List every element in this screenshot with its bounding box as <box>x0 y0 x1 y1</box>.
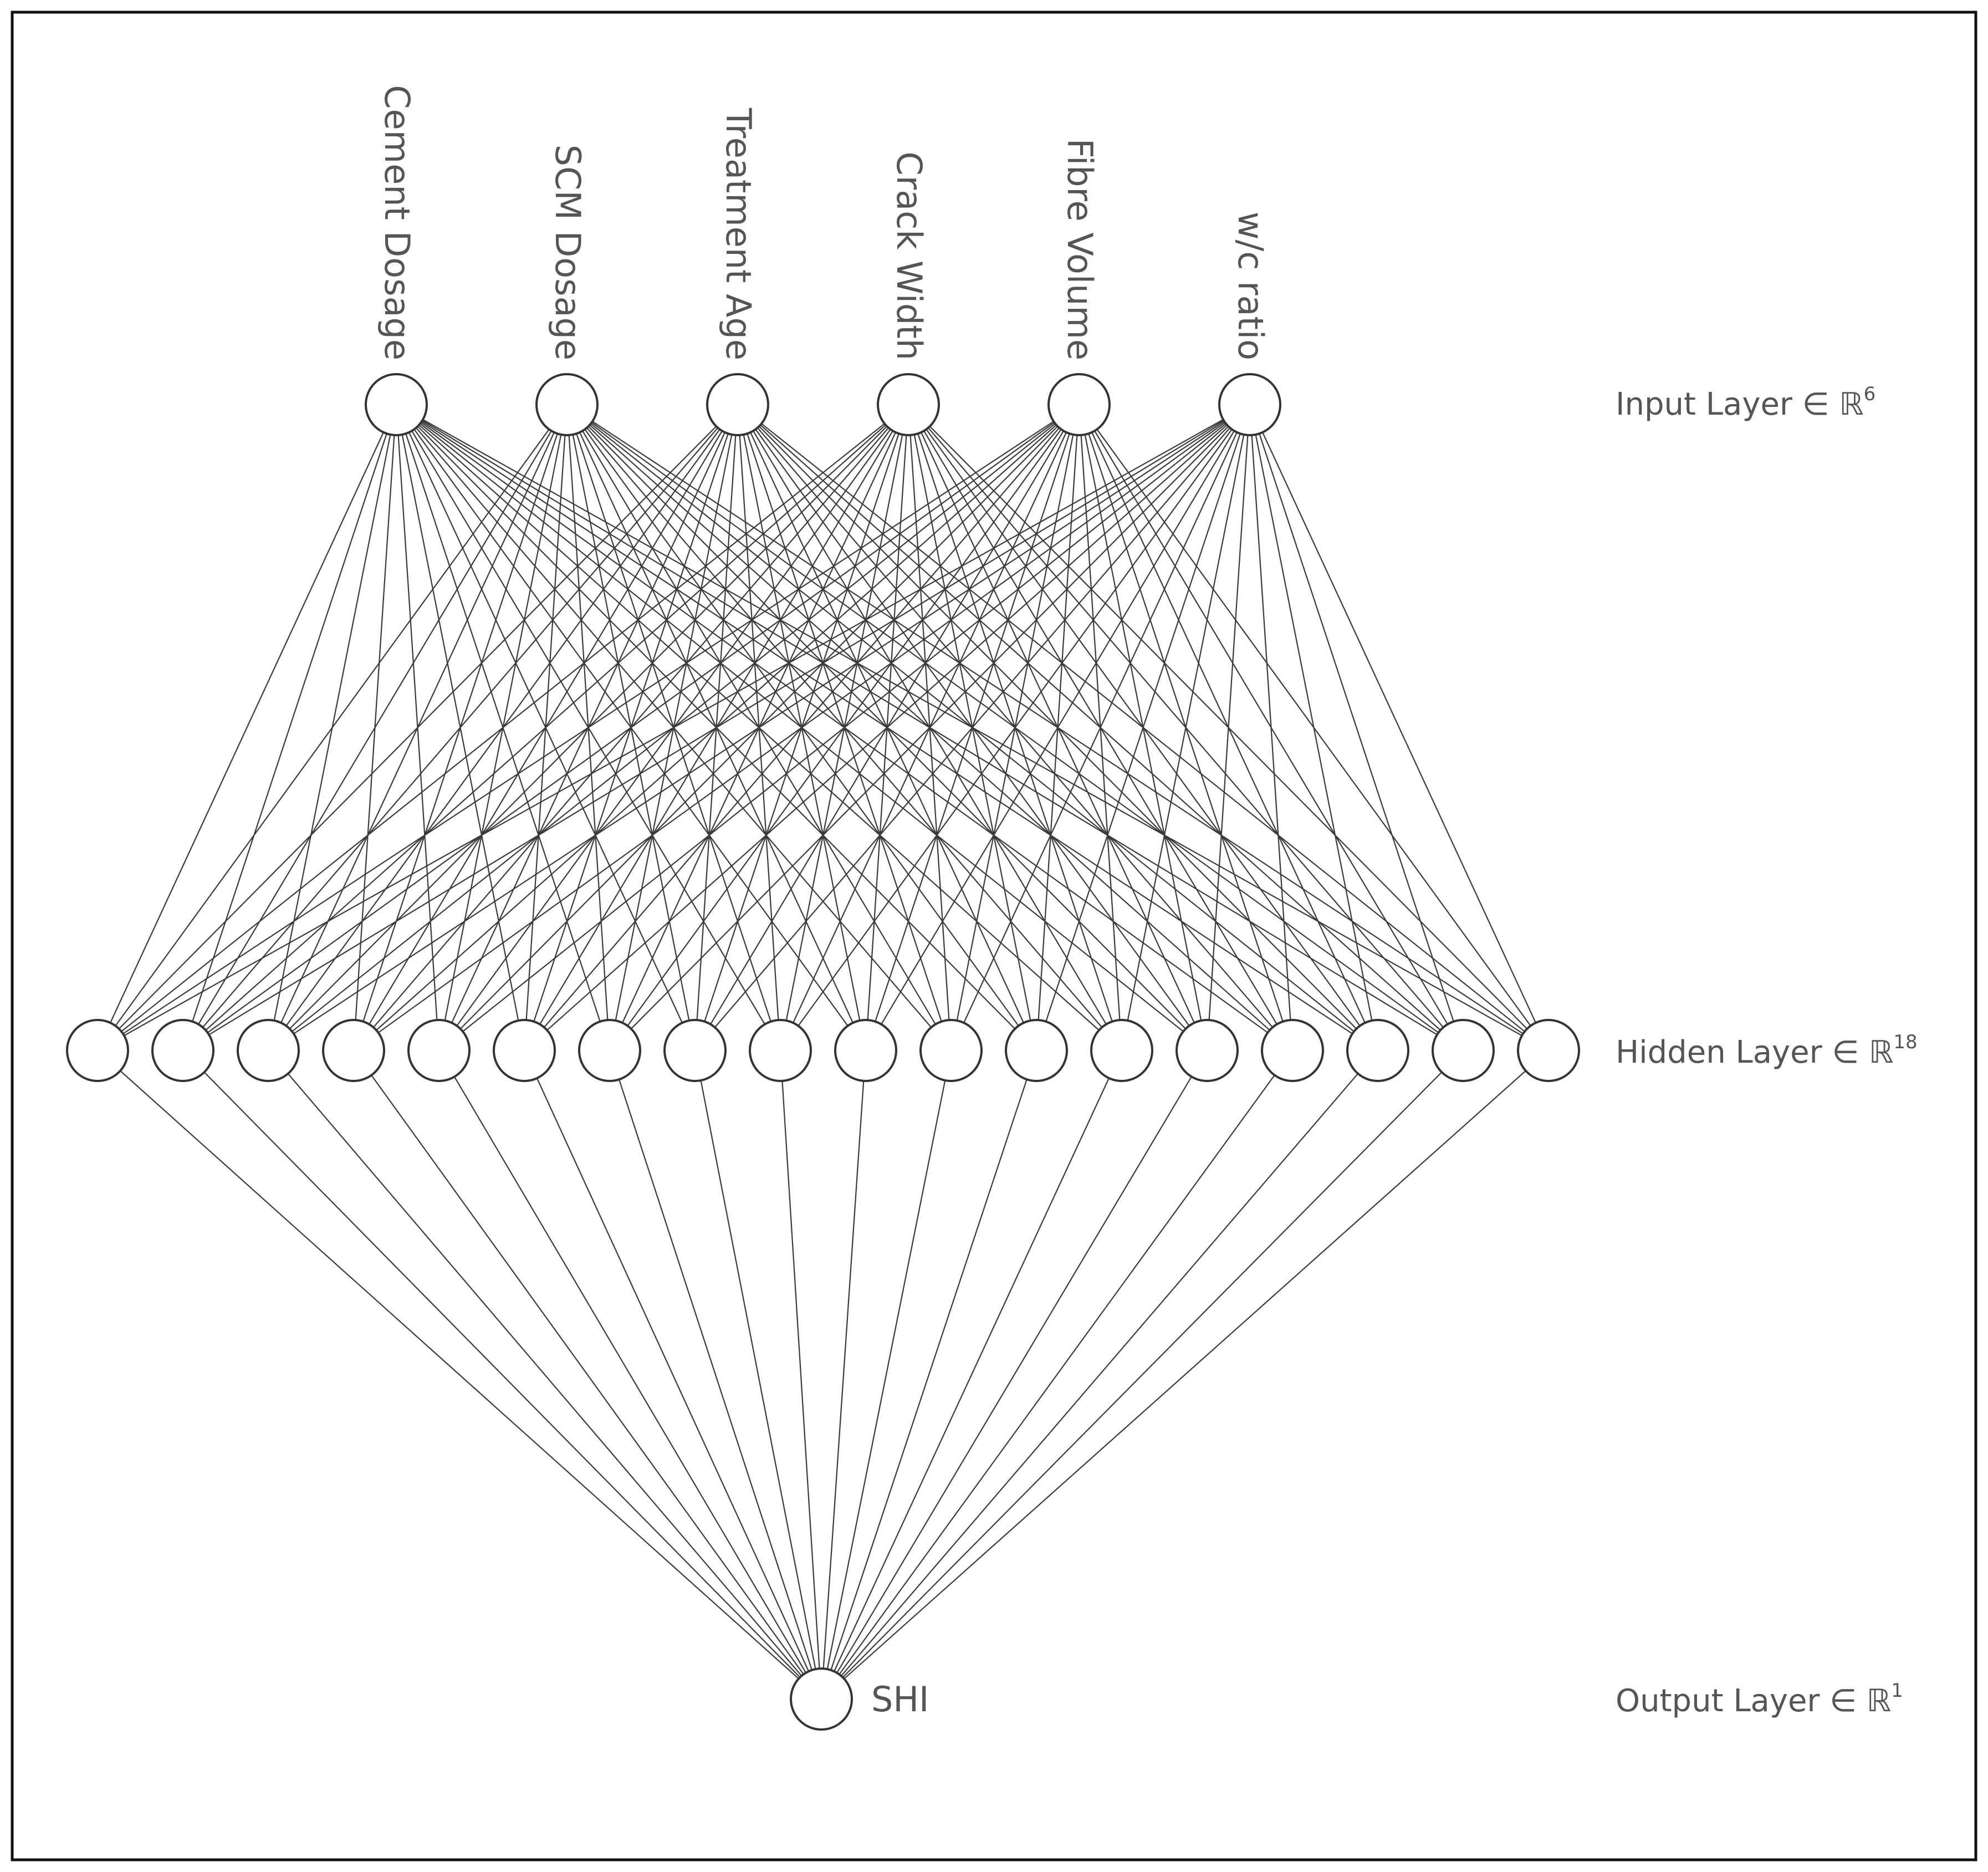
hidden-node-12 <box>1005 1019 1068 1082</box>
input-label-1: Cement Dosage <box>377 85 417 360</box>
input-node-2 <box>535 373 599 436</box>
input-node-6 <box>1218 373 1281 436</box>
hidden-node-2 <box>151 1019 214 1082</box>
edge-hidden-6-output <box>523 1050 822 1700</box>
input-node-1 <box>365 373 428 436</box>
input-node-4 <box>877 373 940 436</box>
hidden-node-6 <box>493 1019 556 1082</box>
edge-hidden-8-output <box>694 1050 822 1700</box>
edge-input-6-hidden-18 <box>1249 404 1549 1051</box>
output-node-label: SHI <box>871 1679 929 1720</box>
input-layer-label: Input Layer ∈ ℝ6 <box>1616 383 1875 422</box>
hidden-node-5 <box>407 1019 471 1082</box>
edge-input-1-hidden-1 <box>97 404 397 1051</box>
hidden-node-17 <box>1432 1019 1495 1082</box>
hidden-node-18 <box>1517 1019 1580 1082</box>
edge-input-6-hidden-5 <box>438 404 1250 1051</box>
edge-input-3-hidden-2 <box>182 404 738 1051</box>
hidden-node-8 <box>663 1019 727 1082</box>
edge-input-6-hidden-2 <box>182 404 1250 1051</box>
edge-input-4-hidden-2 <box>182 404 909 1051</box>
connections <box>97 404 1549 1700</box>
input-node-5 <box>1047 373 1111 436</box>
edge-input-6-hidden-12 <box>1035 404 1251 1051</box>
edge-input-6-hidden-8 <box>694 404 1250 1051</box>
edge-hidden-18-output <box>821 1050 1549 1700</box>
edge-input-4-hidden-1 <box>97 404 909 1051</box>
hidden-node-4 <box>322 1019 385 1082</box>
hidden-node-9 <box>749 1019 812 1082</box>
edge-input-6-hidden-16 <box>1249 404 1379 1051</box>
output-layer-label: Output Layer ∈ ℝ1 <box>1616 1680 1903 1719</box>
edge-input-6-hidden-14 <box>1206 404 1251 1051</box>
edge-input-6-hidden-1 <box>97 404 1250 1051</box>
edge-input-2-hidden-2 <box>182 404 568 1051</box>
edge-input-2-hidden-1 <box>97 404 568 1051</box>
hidden-node-10 <box>834 1019 897 1082</box>
edge-hidden-12-output <box>820 1050 1038 1700</box>
edge-input-6-hidden-6 <box>524 404 1250 1051</box>
hidden-node-13 <box>1090 1019 1153 1082</box>
output-node <box>790 1667 853 1731</box>
edge-hidden-10-output <box>820 1050 867 1700</box>
hidden-node-7 <box>578 1019 641 1082</box>
edge-input-5-hidden-2 <box>182 404 1080 1051</box>
edge-input-5-hidden-1 <box>97 404 1080 1051</box>
hidden-node-14 <box>1176 1019 1239 1082</box>
edge-hidden-13-output <box>821 1050 1122 1700</box>
edge-input-6-hidden-13 <box>1121 404 1251 1051</box>
diagram-frame <box>11 11 1977 1861</box>
edge-hidden-9-output <box>779 1050 822 1700</box>
edge-hidden-1-output <box>97 1050 822 1700</box>
hidden-node-16 <box>1346 1019 1409 1082</box>
edge-input-3-hidden-1 <box>97 404 738 1051</box>
edge-input-6-hidden-4 <box>353 404 1250 1051</box>
input-label-2: SCM Dosage <box>548 145 588 360</box>
input-node-3 <box>706 373 769 436</box>
input-label-3: Treatment Age <box>718 108 759 360</box>
edge-hidden-5-output <box>438 1050 822 1700</box>
hidden-node-1 <box>66 1019 129 1082</box>
input-label-6: w/c ratio <box>1230 212 1271 360</box>
edge-hidden-2-output <box>182 1050 822 1700</box>
edge-hidden-15-output <box>821 1050 1293 1700</box>
input-label-5: Fibre Volume <box>1060 139 1100 360</box>
edge-input-1-hidden-2 <box>182 404 397 1051</box>
node-labels: Cement Dosage SCM Dosage Treatment Age Crac… <box>377 85 1271 1720</box>
edge-input-6-hidden-10 <box>865 404 1250 1051</box>
hidden-layer-label: Hidden Layer ∈ ℝ18 <box>1616 1031 1918 1070</box>
hidden-node-15 <box>1261 1019 1324 1082</box>
edge-input-6-hidden-17 <box>1249 404 1464 1051</box>
edge-input-6-hidden-15 <box>1249 404 1294 1051</box>
edge-input-6-hidden-11 <box>950 404 1250 1051</box>
hidden-node-3 <box>237 1019 300 1082</box>
edge-input-6-hidden-7 <box>609 404 1250 1051</box>
edge-hidden-14-output <box>821 1050 1208 1700</box>
edge-input-6-hidden-3 <box>268 404 1250 1051</box>
neurons <box>66 373 1580 1731</box>
hidden-node-11 <box>919 1019 983 1082</box>
input-label-4: Crack Width <box>889 151 929 360</box>
edge-hidden-16-output <box>821 1050 1378 1700</box>
edge-hidden-3-output <box>268 1050 822 1700</box>
edge-hidden-11-output <box>820 1050 952 1700</box>
edge-hidden-7-output <box>609 1050 822 1700</box>
edge-input-6-hidden-9 <box>780 404 1250 1051</box>
edge-hidden-4-output <box>353 1050 822 1700</box>
edge-hidden-17-output <box>821 1050 1464 1700</box>
